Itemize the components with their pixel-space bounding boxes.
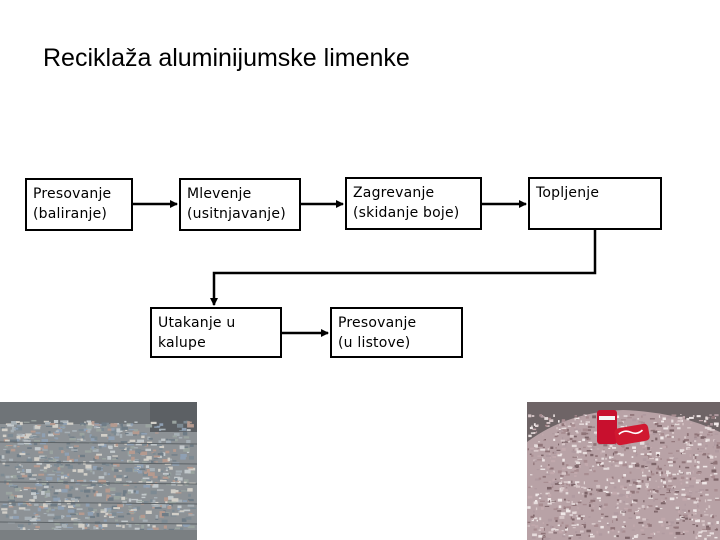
- step-label-line2: (u listove): [338, 335, 411, 351]
- step-box-heating: Zagrevanje (skidanje boje): [345, 177, 482, 230]
- step-box-casting: Utakanje u kalupe: [150, 307, 282, 358]
- cola-can-icon: [597, 410, 650, 446]
- step-box-sheet-pressing: Presovanje (u listove): [330, 307, 463, 358]
- step-label-line2: (baliranje): [33, 206, 108, 222]
- step-label-line1: Presovanje: [338, 315, 417, 331]
- step-label-line1: Utakanje u: [158, 315, 236, 331]
- shredded-cans-photo: [527, 402, 720, 540]
- step-box-milling: Mlevenje (usitnjavanje): [179, 178, 301, 231]
- step-box-melting: Topljenje: [528, 177, 662, 230]
- baled-cans-photo: [0, 402, 197, 540]
- slide-title: Reciklaža aluminijumske limenke: [43, 44, 410, 72]
- step-box-baling: Presovanje (baliranje): [25, 178, 133, 231]
- step-label-line1: Presovanje: [33, 186, 112, 202]
- arrow-melting-to-casting: [210, 230, 597, 306]
- step-label-line2: (usitnjavanje): [187, 206, 286, 222]
- step-label-line2: kalupe: [158, 335, 206, 351]
- step-label-line1: Zagrevanje: [353, 185, 435, 201]
- step-label-line2: (skidanje boje): [353, 205, 460, 221]
- step-label-line1: Mlevenje: [187, 186, 252, 202]
- step-label-line1: Topljenje: [536, 185, 600, 201]
